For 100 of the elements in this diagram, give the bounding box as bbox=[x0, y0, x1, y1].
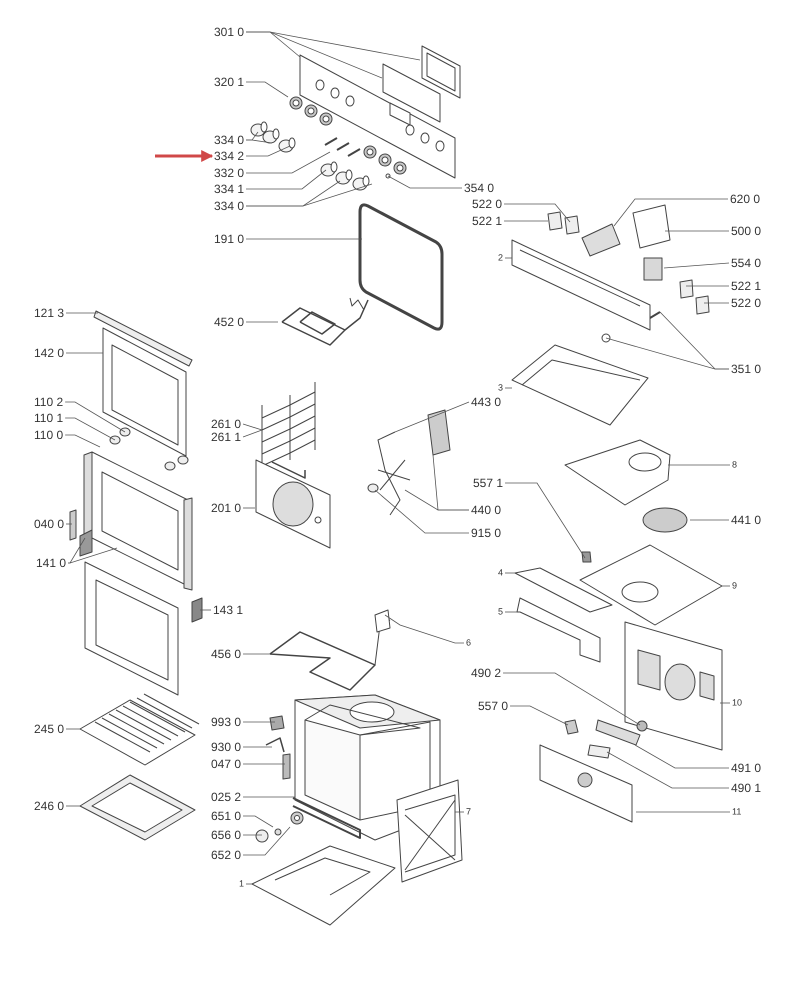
callout-number: 522 1 bbox=[730, 280, 762, 292]
leader-line bbox=[246, 32, 420, 60]
callout-number: 334 1 bbox=[213, 183, 246, 195]
leader-line bbox=[404, 490, 470, 510]
callout-number: 040 0 bbox=[33, 518, 66, 530]
callout-number: 351 0 bbox=[730, 363, 762, 375]
callout-number: 651 0 bbox=[210, 810, 242, 822]
leader-line bbox=[64, 402, 126, 432]
callout-number: 334 2 bbox=[213, 150, 246, 162]
callout-number: 491 0 bbox=[730, 762, 762, 774]
callout-number: 332 0 bbox=[213, 167, 246, 179]
callout-number: 440 0 bbox=[470, 504, 502, 516]
leader-line bbox=[664, 230, 730, 232]
callout-number: 656 0 bbox=[210, 829, 242, 841]
leader-line bbox=[664, 262, 730, 268]
leader-line bbox=[68, 538, 86, 564]
leader-line bbox=[246, 184, 372, 206]
leader-line bbox=[242, 826, 290, 856]
callout-number: 490 2 bbox=[470, 667, 502, 679]
callout-number: 142 0 bbox=[33, 347, 66, 359]
callout-number: 110 1 bbox=[33, 412, 64, 424]
callout-number: 141 0 bbox=[35, 557, 68, 569]
leader-line bbox=[504, 220, 548, 222]
leader-line bbox=[246, 140, 272, 144]
callout-number: 8 bbox=[731, 460, 738, 470]
leader-line bbox=[242, 424, 262, 430]
callout-number: 490 1 bbox=[730, 782, 762, 794]
callout-number: 301 0 bbox=[213, 26, 246, 38]
leader-line bbox=[704, 302, 730, 304]
leader-line bbox=[606, 752, 730, 788]
callout-number: 025 2 bbox=[210, 791, 242, 803]
leader-line bbox=[504, 482, 586, 558]
callout-number: 443 0 bbox=[470, 396, 502, 408]
callout-number: 191 0 bbox=[213, 233, 246, 245]
leader-line bbox=[66, 352, 104, 354]
callout-number: 1 bbox=[238, 880, 246, 888]
leader-line bbox=[614, 198, 728, 226]
callout-number: 452 0 bbox=[213, 316, 246, 328]
callout-number: 261 1 bbox=[210, 431, 242, 443]
leader-line bbox=[246, 152, 330, 174]
callout-number: 246 0 bbox=[33, 800, 66, 812]
leader-line bbox=[64, 434, 100, 448]
leader-line bbox=[242, 834, 262, 836]
callout-number: 557 1 bbox=[472, 477, 504, 489]
callout-number: 500 0 bbox=[730, 225, 762, 237]
callout-number: 522 0 bbox=[730, 297, 762, 309]
callout-number: 5 bbox=[497, 608, 504, 616]
callout-number: 554 0 bbox=[730, 257, 762, 269]
leader-line bbox=[388, 176, 462, 188]
callout-number: 620 0 bbox=[729, 193, 762, 205]
leader-line bbox=[510, 706, 568, 726]
callout-number: 10 bbox=[731, 698, 744, 708]
leader-line bbox=[504, 572, 516, 574]
leader-line bbox=[64, 418, 116, 440]
callout-number: 7 bbox=[465, 808, 472, 816]
callout-number: 2 bbox=[497, 254, 504, 262]
leader-line bbox=[384, 614, 464, 644]
callout-number: 652 0 bbox=[210, 849, 242, 861]
callout-number: 354 0 bbox=[463, 182, 496, 194]
callout-number: 110 2 bbox=[33, 396, 64, 408]
leader-line bbox=[394, 402, 470, 432]
callout-number: 915 0 bbox=[470, 527, 502, 539]
leader-line bbox=[246, 82, 288, 98]
arrow bbox=[155, 150, 214, 162]
leader-line bbox=[668, 464, 730, 466]
leader-line bbox=[242, 796, 296, 798]
leader-line bbox=[502, 672, 640, 726]
callout-number: 320 1 bbox=[213, 76, 246, 88]
callout-number: 522 0 bbox=[471, 198, 504, 210]
leader-line bbox=[720, 702, 730, 704]
leader-line bbox=[66, 312, 98, 314]
leader-line bbox=[246, 238, 362, 240]
callout-number: 143 1 bbox=[212, 604, 244, 616]
callout-number: 557 0 bbox=[477, 700, 510, 712]
leader-line bbox=[242, 816, 274, 828]
callout-number: 4 bbox=[497, 568, 504, 578]
callout-number: 11 bbox=[731, 808, 742, 816]
callout-number: 456 0 bbox=[210, 648, 242, 660]
leader-line bbox=[374, 490, 470, 534]
callout-number: 110 0 bbox=[33, 429, 64, 441]
callout-number: 201 0 bbox=[210, 502, 242, 514]
callout-number: 9 bbox=[731, 582, 738, 590]
leader-line bbox=[504, 204, 570, 222]
callout-number: 245 0 bbox=[33, 723, 66, 735]
callout-number: 3 bbox=[497, 384, 504, 392]
callout-number: 047 0 bbox=[210, 758, 242, 770]
leader-line bbox=[68, 548, 118, 564]
leader-line bbox=[606, 338, 730, 370]
callout-number: 334 0 bbox=[213, 134, 246, 146]
leader-line bbox=[242, 746, 272, 748]
leader-line bbox=[242, 430, 262, 438]
callout-number: 121 3 bbox=[33, 307, 66, 319]
leader-line bbox=[246, 170, 326, 190]
leader-line bbox=[246, 146, 290, 156]
callout-number: 6 bbox=[465, 638, 472, 648]
callout-number: 930 0 bbox=[210, 741, 242, 753]
callout-number: 334 0 bbox=[213, 200, 246, 212]
leader-line bbox=[634, 744, 730, 768]
callout-number: 993 0 bbox=[210, 716, 242, 728]
callout-number: 261 0 bbox=[210, 418, 242, 430]
